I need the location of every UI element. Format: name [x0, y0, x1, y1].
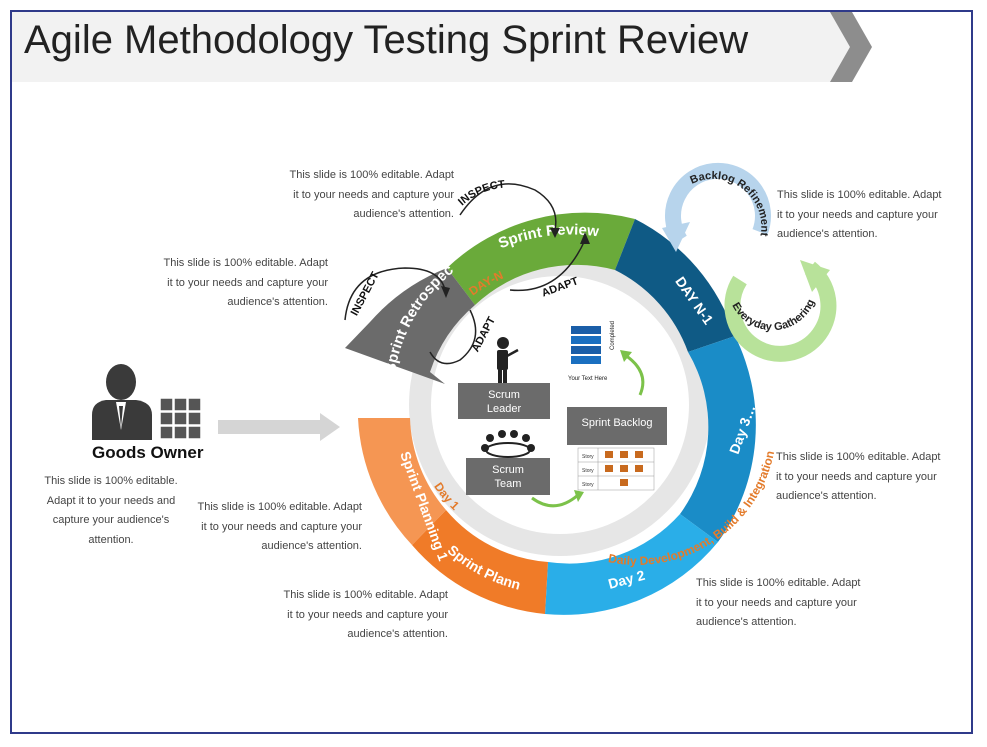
label-completed: Completed — [610, 321, 616, 350]
sprint-backlog-label: Sprint Backlog — [582, 417, 653, 429]
person-icon — [92, 364, 152, 440]
story-label-3: Story — [582, 482, 594, 488]
owner-arrow — [218, 413, 340, 441]
label-inspect-left: INSPECT — [349, 270, 382, 318]
scrum-leader-line1: Scrum — [488, 389, 520, 401]
green-arrow-right — [532, 495, 578, 506]
label-adapt-top: ADAPT — [540, 275, 580, 299]
server-stack-icon — [571, 326, 601, 364]
scrum-leader-line2: Leader — [487, 403, 522, 415]
story-label-1: Story — [582, 454, 594, 460]
scrum-team-line2: Team — [495, 478, 522, 490]
boxes-icon — [160, 398, 201, 439]
label-your-text: Your Text Here — [568, 376, 608, 382]
label-inspect-top: INSPECT — [456, 179, 506, 209]
green-arrow-up — [625, 355, 643, 395]
story-label-2: Story — [582, 468, 594, 474]
scrum-team-line1: Scrum — [492, 464, 524, 476]
presenter-icon — [497, 337, 518, 383]
team-icon — [481, 430, 535, 457]
